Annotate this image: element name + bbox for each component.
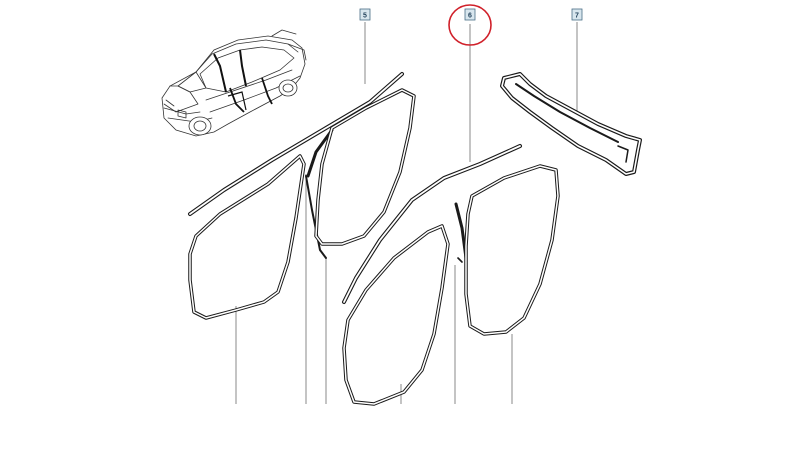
callout-7-label: 7 — [575, 13, 579, 20]
callout-7[interactable]: 7 — [571, 8, 583, 21]
part-front-door-opening-seal[interactable] — [188, 154, 306, 320]
part-5-roof-trim-front[interactable] — [188, 72, 404, 216]
reference-car-illustration — [161, 29, 307, 137]
part-rear-door-opening-seal[interactable] — [342, 224, 450, 406]
part-6-roof-trim-rear[interactable] — [342, 144, 522, 304]
callout-6-label: 6 — [468, 13, 472, 20]
callout-6[interactable]: 6 — [464, 8, 476, 21]
part-front-door-glass-seal[interactable] — [314, 88, 416, 246]
highlight-circle — [448, 4, 492, 46]
callout-5-label: 5 — [363, 13, 367, 20]
part-rear-door-glass-seal[interactable] — [464, 164, 560, 336]
part-7-trunk-seal[interactable] — [500, 72, 642, 176]
callout-5[interactable]: 5 — [359, 8, 371, 21]
